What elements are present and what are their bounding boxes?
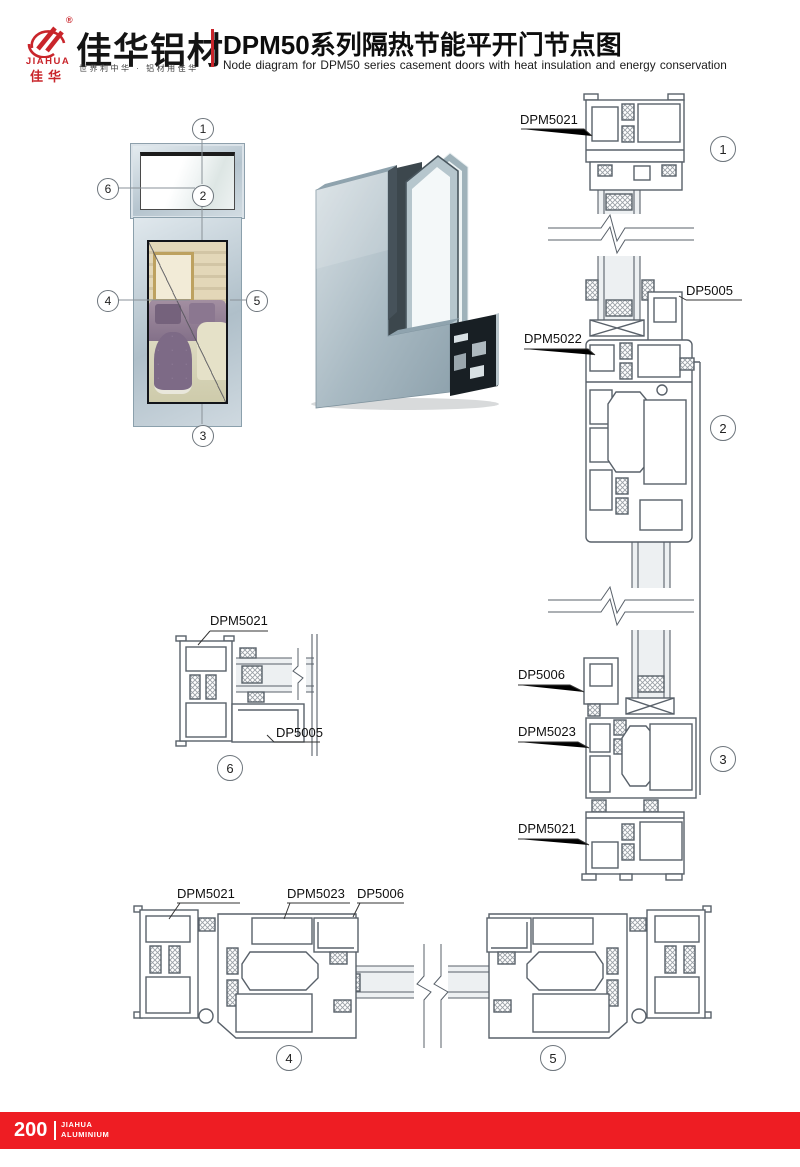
brand-slogan: 世界利中华 · 铝材用佳华 xyxy=(79,64,199,73)
profile-3d-render xyxy=(311,152,499,410)
label-dpm5021-head: DPM5021 xyxy=(520,112,578,127)
label-dp5005-detail6: DP5005 xyxy=(276,725,323,740)
elevation-callout-6: 6 xyxy=(97,178,119,200)
footer-divider xyxy=(54,1121,56,1140)
header-divider xyxy=(211,29,214,67)
label-dpm5022: DPM5022 xyxy=(524,331,582,346)
label-dpm5021-detail6: DPM5021 xyxy=(210,613,268,628)
door-leaf-glass xyxy=(147,240,228,404)
door-leaf-frame xyxy=(133,217,242,427)
page-subtitle: Node diagram for DPM50 series casement d… xyxy=(223,58,727,72)
opening-direction-line xyxy=(149,242,226,402)
jiahua-logo-icon xyxy=(27,26,66,58)
label-dpm5023-right: DPM5023 xyxy=(518,724,576,739)
right-vertical-section-drawing xyxy=(548,93,701,881)
section-marker-6: 6 xyxy=(217,755,243,781)
footer-bar: 200 JIAHUA ALUMINIUM xyxy=(0,1112,800,1149)
transom-glass xyxy=(140,152,235,210)
bottom-horizontal-section-drawing xyxy=(133,905,712,1048)
elevation-callout-2: 2 xyxy=(192,185,214,207)
section-marker-5: 5 xyxy=(540,1045,566,1071)
label-dpm5021-sill: DPM5021 xyxy=(518,821,576,836)
page-title: DPM50系列隔热节能平开门节点图 xyxy=(223,30,622,60)
section-marker-1: 1 xyxy=(710,136,736,162)
elevation-callout-1: 1 xyxy=(192,118,214,140)
logo-name-cn: 佳华 xyxy=(29,69,66,84)
logo-name-en: JIAHUA xyxy=(25,56,71,67)
label-dp5006-bottom: DP5006 xyxy=(357,886,404,901)
registered-mark: ® xyxy=(66,15,73,25)
footer-brand: JIAHUA ALUMINIUM xyxy=(61,1120,109,1140)
footer-brand-line1: JIAHUA xyxy=(61,1120,93,1129)
elevation-callout-4: 4 xyxy=(97,290,119,312)
section-marker-4: 4 xyxy=(276,1045,302,1071)
section-marker-2: 2 xyxy=(710,415,736,441)
brand-name: 佳华铝材 xyxy=(76,30,225,71)
label-dp5006-right: DP5006 xyxy=(518,667,565,682)
elevation-callout-5: 5 xyxy=(246,290,268,312)
elevation-callout-3: 3 xyxy=(192,425,214,447)
page-number: 200 xyxy=(14,1119,48,1141)
label-dpm5021-bottom: DPM5021 xyxy=(177,886,235,901)
footer-brand-line2: ALUMINIUM xyxy=(61,1130,110,1139)
section-marker-3: 3 xyxy=(710,746,736,772)
door-elevation-photo xyxy=(130,143,245,427)
label-dp5005-right: DP5005 xyxy=(686,283,733,298)
label-dpm5023-bottom: DPM5023 xyxy=(287,886,345,901)
transom-frame xyxy=(130,143,245,219)
